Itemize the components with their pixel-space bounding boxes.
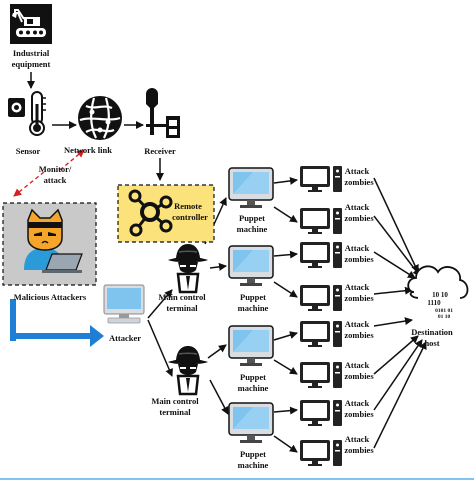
arrow-zombie-2-to-destination xyxy=(373,215,421,277)
sensor-label: Sensor xyxy=(16,146,41,156)
remote-label-2: controller xyxy=(172,212,208,222)
zombie-2-label-2: zombies xyxy=(344,213,374,223)
zombie-5-label-2: zombies xyxy=(344,330,374,340)
attacker-pc-icon xyxy=(103,284,145,324)
fedora-hacker-icon-1 xyxy=(166,242,210,294)
terminal-2-label-2: terminal xyxy=(159,407,191,417)
blue-flow-arrow xyxy=(10,299,104,347)
zombie-7-label-1: Attack xyxy=(345,398,370,408)
zombie-6-label-2: zombies xyxy=(344,371,374,381)
hacker-cat-icon xyxy=(24,208,83,273)
arrow-puppet-to-zombie-2 xyxy=(273,206,298,223)
zombie-1-label-2: zombies xyxy=(344,177,374,187)
zombie-pc-icon-4 xyxy=(300,285,342,311)
excavator-icon xyxy=(10,4,52,44)
malicious-attackers-label: Malicious Attackers xyxy=(14,292,87,302)
zombie-7-label-2: zombies xyxy=(344,409,374,419)
puppet-2-label-2: machine xyxy=(238,303,269,313)
zombie-pc-icon-7 xyxy=(300,400,342,426)
puppet-monitor-icon-1 xyxy=(228,167,274,209)
zombie-pc-icon-5 xyxy=(300,321,342,347)
zombie-pc-icon-1 xyxy=(300,166,342,192)
arrow-terminal-1-to-puppet-2 xyxy=(209,262,227,271)
terminal-1-label-2: terminal xyxy=(166,303,198,313)
zombie-6-label-1: Attack xyxy=(345,360,370,370)
zombie-pc-icon-8 xyxy=(300,440,342,466)
zombie-8-label-1: Attack xyxy=(345,434,370,444)
arrow-zombie-4-to-destination xyxy=(373,286,413,295)
arrow-zombie-1-to-destination xyxy=(373,177,419,273)
fedora-hacker-icon-2 xyxy=(166,344,210,396)
puppet-3-label-2: machine xyxy=(238,383,269,393)
arrow-terminal-2-to-puppet-3 xyxy=(207,344,227,359)
red-arrow-down xyxy=(13,171,45,197)
attacker-label: Attacker xyxy=(109,333,141,343)
puppet-monitor-icon-2 xyxy=(228,245,274,287)
arrow-attacker-to-terminal-1 xyxy=(147,289,173,319)
arrow-zombie-6-to-destination xyxy=(373,335,419,375)
arrow-zombie-5-to-destination xyxy=(373,317,413,327)
zombie-5-label-1: Attack xyxy=(345,319,370,329)
binary-text-1: 10 10 xyxy=(432,291,448,299)
arrow-puppet-to-zombie-4 xyxy=(273,281,298,298)
thermometer-sensor-icon xyxy=(8,91,46,136)
cloud-icon xyxy=(407,265,469,302)
puppet-4-label-1: Puppet xyxy=(240,449,266,459)
zombie-3-label-1: Attack xyxy=(345,243,370,253)
globe-network-icon xyxy=(78,96,122,140)
monitor-attack-label-1: Monitor/ xyxy=(39,164,72,174)
arrow-puppet-to-zombie-8 xyxy=(273,435,298,453)
zombie-2-label-1: Attack xyxy=(345,202,370,212)
arrow-zombie-7-to-destination xyxy=(373,339,423,411)
zombie-4-label-2: zombies xyxy=(344,293,374,303)
arrow-puppet-to-zombie-6 xyxy=(273,359,298,375)
puppet-1-label-2: machine xyxy=(237,224,268,234)
zombie-pc-icon-2 xyxy=(300,208,342,234)
puppet-1-label-1: Puppet xyxy=(239,213,265,223)
industrial-label-2: equipment xyxy=(12,59,51,69)
arrow-puppet-to-zombie-1 xyxy=(273,176,298,185)
malicious-attackers-box xyxy=(2,202,97,286)
zombie-4-label-1: Attack xyxy=(345,282,370,292)
arrow-zombie-8-to-destination xyxy=(373,341,427,449)
bottom-rule xyxy=(0,478,474,480)
monitor-attack-arrows xyxy=(13,149,85,197)
remote-controller-box: Remote controller xyxy=(117,184,215,243)
zombie-8-label-2: zombies xyxy=(344,445,374,455)
terminal-2-label-1: Main control xyxy=(151,396,199,406)
zombie-pc-icon-3 xyxy=(300,242,342,268)
destination-label-1: Destination xyxy=(411,327,453,337)
arrows xyxy=(27,72,427,453)
puppet-3-label-1: Puppet xyxy=(240,372,266,382)
arrow-puppet-to-zombie-7 xyxy=(273,406,298,415)
puppet-2-label-1: Puppet xyxy=(240,292,266,302)
network-hub-icon xyxy=(128,189,173,237)
arrow-puppet-to-zombie-5 xyxy=(273,331,298,341)
arrow-puppet-to-zombie-3 xyxy=(273,250,298,259)
arrow-zombie-3-to-destination xyxy=(373,251,416,279)
destination-label-2: host xyxy=(424,338,439,348)
zombie-3-label-2: zombies xyxy=(344,254,374,264)
puppet-monitor-icon-3 xyxy=(228,325,274,367)
puppet-monitor-icon-4 xyxy=(228,402,274,444)
remote-label-1: Remote xyxy=(174,201,202,211)
puppet-4-label-2: machine xyxy=(238,460,269,470)
terminal-1-label-1: Main control xyxy=(158,292,206,302)
receiver-label: Receiver xyxy=(144,146,176,156)
network-link-label: Network link xyxy=(64,145,112,155)
zombie-1-label-1: Attack xyxy=(345,166,370,176)
antenna-receiver-icon xyxy=(146,88,180,138)
binary-text-4: 01 10 xyxy=(438,314,451,320)
arrow-terminal-2-to-puppet-4 xyxy=(209,379,229,415)
binary-text-2: 1110 xyxy=(427,299,441,307)
binary-text-3: 0101 01 xyxy=(435,308,453,314)
monitor-attack-label-2: attack xyxy=(44,175,67,185)
red-arrow-up xyxy=(59,149,85,171)
industrial-label-1: Industrial xyxy=(13,48,50,58)
arrow-attacker-to-terminal-2 xyxy=(147,319,173,377)
zombie-pc-icon-6 xyxy=(300,362,342,388)
